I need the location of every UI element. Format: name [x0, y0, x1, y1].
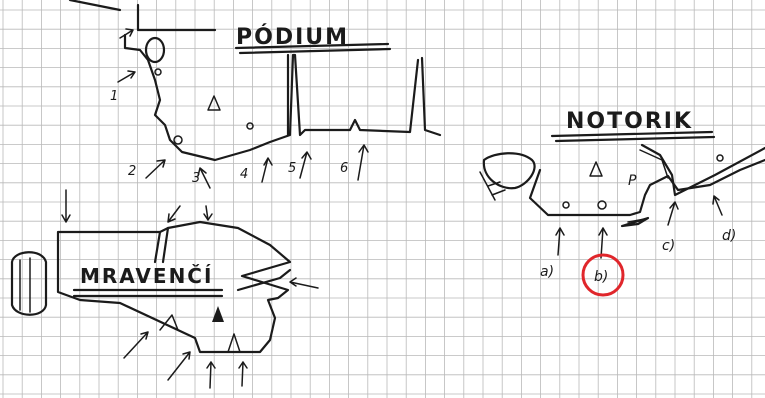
- notorik-point-b: b): [594, 269, 608, 285]
- podium-area: 1 2 3 4 5 6 PÓDIUM: [68, 0, 442, 189]
- podium-point-1: 1: [110, 89, 118, 104]
- notorik-point-c: c): [662, 238, 675, 254]
- podium-point-2: 2: [128, 164, 136, 179]
- mravenci-area: MRAVENČÍ: [10, 189, 319, 389]
- highlight-circle: [581, 253, 625, 297]
- notorik-area: P a) b) c) d) NOTORIK: [479, 109, 765, 297]
- mravenci-label: MRAVENČÍ: [80, 264, 213, 288]
- notorik-p-mark: P: [628, 173, 637, 189]
- podium-point-4: 4: [240, 167, 248, 182]
- notorik-label: NOTORIK: [566, 109, 693, 134]
- podium-point-6: 6: [340, 161, 348, 176]
- notorik-point-d: d): [722, 228, 736, 244]
- podium-point-3: 3: [192, 171, 200, 186]
- podium-point-5: 5: [288, 161, 296, 176]
- notorik-point-a: a): [540, 264, 554, 280]
